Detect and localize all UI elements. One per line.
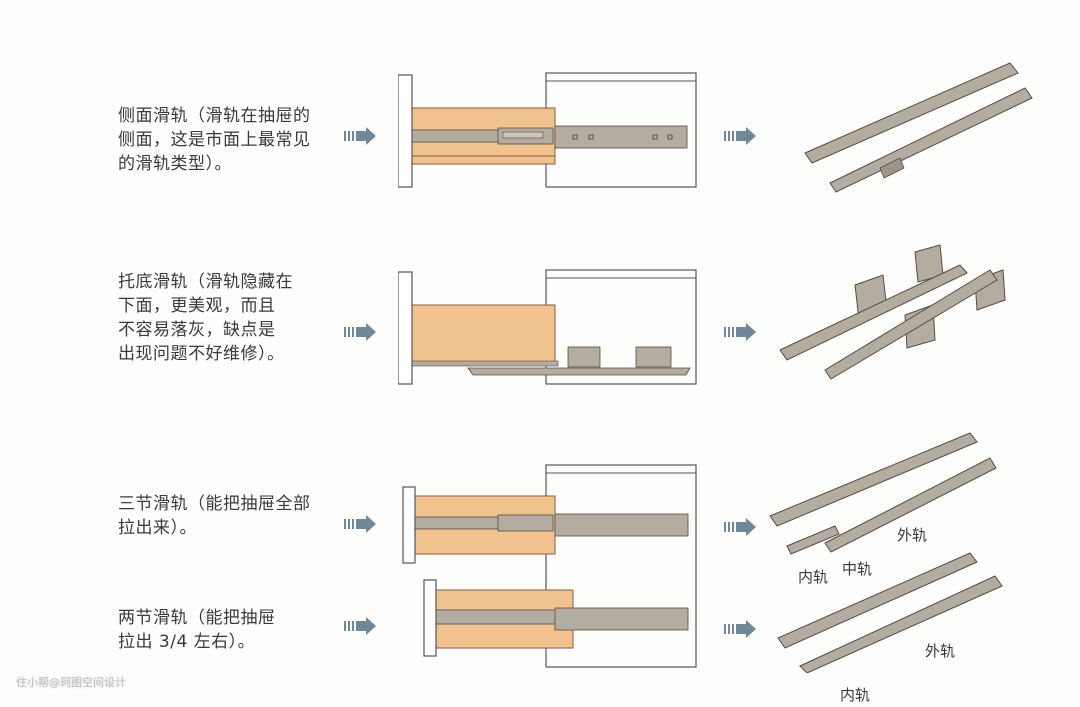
desc-line: 不容易落灰，缺点是 [118,320,276,340]
arrow-icon [344,617,376,635]
two-section-description: 两节滑轨（能把抽屉 拉出 3/4 左右）。 [118,606,276,654]
desc-line: 两节滑轨（能把抽屉 [118,608,276,628]
arrow-icon [724,323,756,341]
undermount-rail-product [779,244,1006,380]
undermount-drawer-illustration [398,269,697,385]
arrow-icon [344,127,376,145]
arrow-icon [724,127,756,145]
two-section-rail-product [777,552,1003,673]
outer-rail-label: 外轨 [925,642,956,660]
desc-line: 三节滑轨（能把抽屉全部 [118,494,311,514]
undermount-description: 托底滑轨（滑轨隐藏在 下面，更美观，而且 不容易落灰，缺点是 出现问题不好维修）… [118,270,293,366]
outer-rail-label: 外轨 [897,526,928,544]
side-mount-description: 侧面滑轨（滑轨在抽屉的 侧面，这是市面上最常见 的滑轨类型）。 [118,104,311,176]
arrow-icon [344,515,376,533]
desc-line: 侧面滑轨（滑轨在抽屉的 [118,106,311,126]
arrow-icon [724,518,756,536]
desc-line: 拉出来）。 [118,518,197,538]
watermark: 住小帮@珂图空间设计 [16,676,126,689]
inner-rail-label: 内轨 [798,568,829,586]
desc-line: 的滑轨类型）。 [118,154,232,174]
desc-line: 侧面，这是市面上最常见 [118,130,311,150]
side-mount-rail-product [804,62,1033,193]
desc-line: 出现问题不好维修）。 [118,344,285,364]
three-section-rail-product [769,432,997,555]
arrow-icon [344,323,376,341]
middle-rail-label: 中轨 [842,560,873,578]
desc-line: 下面，更美观，而且 [118,296,276,316]
three-and-two-section-drawer-illustration [402,464,697,668]
desc-line: 托底滑轨（滑轨隐藏在 [118,272,293,292]
arrow-icon [724,620,756,638]
desc-line: 拉出 3/4 左右）。 [118,632,256,652]
inner-rail-label: 内轨 [840,686,871,704]
three-section-description: 三节滑轨（能把抽屉全部 拉出来）。 [118,492,311,540]
side-mount-drawer-illustration [398,72,697,188]
